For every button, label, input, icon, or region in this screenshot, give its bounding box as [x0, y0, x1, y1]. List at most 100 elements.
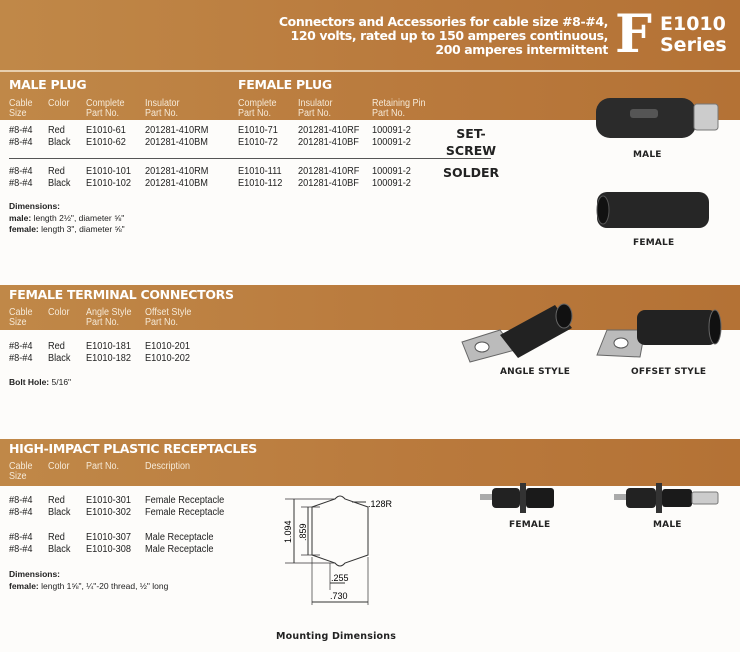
column-header-line: Insulator — [145, 98, 180, 109]
bolt-value: 5/16" — [51, 377, 72, 387]
table-cell: Red — [48, 532, 65, 543]
female-image-label: FEMALE — [633, 238, 675, 248]
column-header-line: Part No. — [145, 108, 179, 119]
column-header-line: Complete — [86, 98, 125, 109]
bolt-hole: Bolt Hole: 5/16" — [9, 377, 71, 387]
table-cell: Male Receptacle — [145, 544, 214, 555]
table-cell: E1010-71 — [238, 125, 278, 136]
column-header-line: Part No. — [238, 108, 272, 119]
table-cell: E1010-181 — [86, 341, 132, 352]
table-cell: 201281-410BM — [145, 178, 208, 189]
table-cell: Male Receptacle — [145, 532, 214, 543]
title-line: 120 volts, rated up to 150 amperes conti… — [290, 28, 609, 43]
dim-height-inner: .859 — [298, 523, 308, 541]
table-cell: #8-#4 — [9, 178, 33, 189]
table-cell: 201281-410RF — [298, 125, 360, 136]
column-header-line: Color — [48, 98, 70, 109]
table-cell: 201281-410RM — [145, 125, 209, 136]
table-cell: #8-#4 — [9, 353, 33, 364]
table-cell: E1010-61 — [86, 125, 126, 136]
table-cell: #8-#4 — [9, 507, 33, 518]
table-cell: E1010-308 — [86, 544, 132, 555]
male-receptacle-image — [614, 483, 719, 513]
table-cell: E1010-111 — [238, 166, 282, 177]
dims-key: female: — [9, 581, 39, 591]
female-plug-title: FEMALE PLUG — [238, 77, 332, 92]
column-header: Color — [48, 99, 70, 109]
table-cell: 100091-2 — [372, 137, 411, 148]
table-cell: #8-#4 — [9, 125, 33, 136]
title-line: 200 amperes intermittent — [435, 42, 608, 57]
mounting-caption: Mounting Dimensions — [276, 631, 397, 642]
table-cell: Red — [48, 495, 65, 506]
column-header-line: Size — [9, 108, 27, 119]
column-header-line: Color — [48, 461, 70, 472]
column-header-line: Part No. — [86, 461, 120, 472]
table-cell: E1010-112 — [238, 178, 283, 189]
table-cell: #8-#4 — [9, 532, 33, 543]
dim-height-outer: 1.094 — [283, 520, 293, 543]
header-title: Connectors and Accessories for cable siz… — [279, 15, 609, 57]
dim-width-inner: .255 — [331, 573, 349, 583]
table-cell: Female Receptacle — [145, 507, 225, 518]
column-header-line: Insulator — [298, 98, 333, 109]
table-cell: E1010-72 — [238, 137, 278, 148]
table-cell: 100091-2 — [372, 178, 411, 189]
column-header-line: Size — [9, 317, 27, 328]
female-receptacle-label: FEMALE — [509, 520, 551, 530]
table-cell: E1010-102 — [86, 178, 132, 189]
male-plug-title: MALE PLUG — [9, 77, 87, 92]
solder-label: SOLDER — [443, 165, 500, 180]
dims-key: female: — [9, 224, 39, 234]
male-image-label: MALE — [633, 150, 662, 160]
column-header-line: Size — [9, 471, 27, 482]
dim-radius: .128R — [368, 499, 393, 509]
dims-female: length 3", diameter ⅝" — [41, 224, 125, 234]
table-cell: Black — [48, 507, 71, 518]
plug-dimensions: Dimensions: male: length 2½", diameter ⅝… — [9, 201, 125, 236]
series-word: Series — [660, 34, 727, 56]
table-cell: Black — [48, 178, 71, 189]
bolt-key: Bolt Hole: — [9, 377, 50, 387]
table-cell: E1010-202 — [145, 353, 191, 364]
table-cell: 100091-2 — [372, 166, 411, 177]
column-header: Color — [48, 462, 70, 472]
terminal-band — [0, 285, 740, 330]
female-receptacle-image — [480, 483, 554, 513]
column-header-line: Part No. — [372, 108, 406, 119]
column-header-line: Angle Style — [86, 307, 132, 318]
series-label: E1010 Series — [660, 14, 727, 56]
table-cell: E1010-182 — [86, 353, 132, 364]
dims-title: Dimensions: — [9, 201, 61, 211]
table-cell: 201281-410RM — [145, 166, 209, 177]
series-number: E1010 — [660, 13, 726, 35]
table-cell: Female Receptacle — [145, 495, 225, 506]
mounting-diagram: 1.094 .859 .128R .255 .730 — [283, 495, 393, 605]
column-header: Description — [145, 462, 190, 472]
dims-male: length 2½", diameter ⅝" — [33, 212, 125, 223]
dims-key: male: — [9, 212, 32, 223]
female-plug-image — [596, 192, 709, 228]
offset-style-label: OFFSET STYLE — [631, 367, 707, 377]
column-header-line: Part No. — [86, 108, 120, 119]
column-header-line: Cable — [9, 98, 33, 109]
male-plug-image — [596, 98, 719, 138]
receptacle-dimensions: Dimensions: female: length 1⅝", ¼"-20 th… — [9, 568, 168, 592]
receptacle-title: HIGH-IMPACT PLASTIC RECEPTACLES — [9, 441, 258, 456]
angle-style-image — [461, 303, 573, 363]
table-cell: E1010-62 — [86, 137, 126, 148]
table-cell: Black — [48, 353, 71, 364]
table-cell: #8-#4 — [9, 341, 33, 352]
column-header-line: Cable — [9, 461, 33, 472]
table-cell: #8-#4 — [9, 137, 33, 148]
table-cell: #8-#4 — [9, 166, 33, 177]
table-cell: 201281-410BF — [298, 137, 359, 148]
column-header-line: Part No. — [298, 108, 332, 119]
